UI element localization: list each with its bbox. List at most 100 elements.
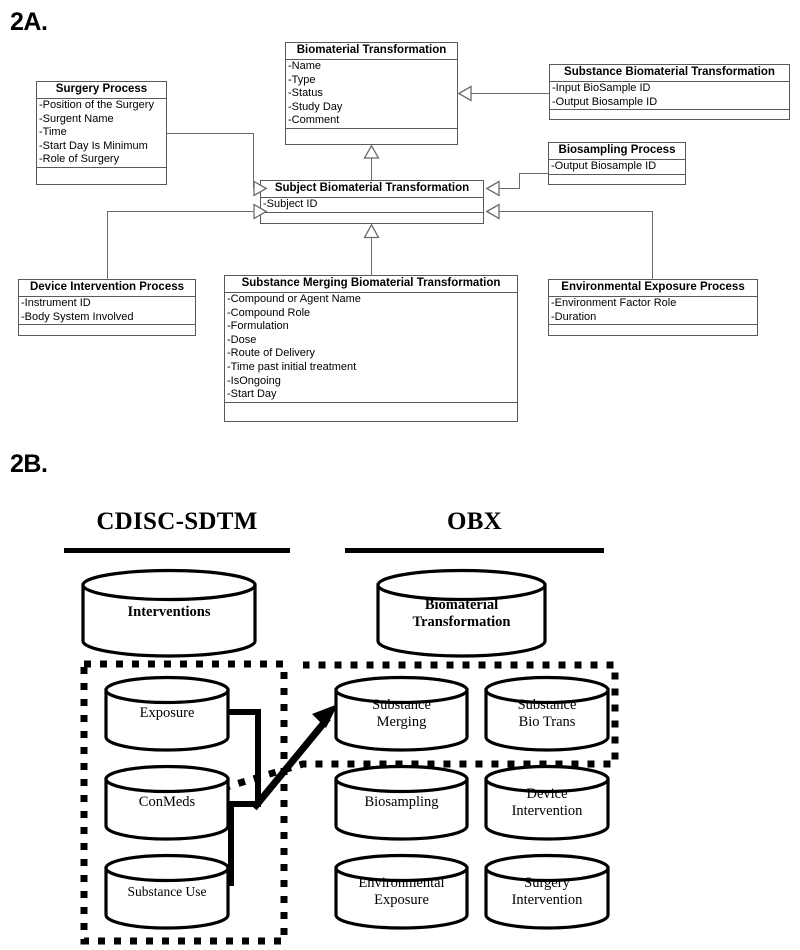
connector-device-to-subject-v — [107, 211, 108, 280]
uml-class-title: Device Intervention Process — [19, 280, 195, 297]
cylinder-surgery-intervention[interactable]: Surgery Intervention — [483, 853, 611, 931]
connector-substance-merging-to-subject — [371, 238, 372, 276]
uml-class-title: Biosampling Process — [549, 143, 685, 160]
generalization-arrowhead-icon — [485, 203, 500, 220]
group-outline-obx-substance — [221, 661, 619, 790]
panel-b-label: 2B. — [10, 450, 48, 478]
uml-operations-compartment — [286, 129, 457, 140]
uml-attribute-list: Name Type Status Study Day Comment — [286, 60, 457, 129]
uml-operations-compartment — [549, 325, 757, 336]
uml-attribute-list: Input BioSample ID Output Biosample ID — [550, 82, 789, 111]
mapping-arrow-to-substance-merging — [251, 704, 338, 811]
connector-biosampling-to-subject-h2 — [499, 188, 520, 189]
mapping-bus-vertical — [255, 709, 261, 807]
uml-attribute: Output Biosample ID — [549, 160, 685, 174]
uml-class-title: Substance Merging Biomaterial Transforma… — [225, 276, 517, 293]
uml-operations-compartment — [225, 403, 517, 414]
cylinder-device-intervention[interactable]: Device Intervention — [483, 764, 611, 842]
uml-class-substance-merging-biomaterial-transformation[interactable]: Substance Merging Biomaterial Transforma… — [224, 275, 518, 422]
cylinder-biomaterial-transformation[interactable]: Biomaterial Transformation — [375, 568, 548, 658]
cylinder-conmeds[interactable]: ConMeds — [103, 764, 231, 842]
generalization-arrowhead-icon — [457, 85, 472, 102]
uml-attribute: Route of Delivery — [225, 347, 517, 361]
cylinder-biosampling[interactable]: Biosampling — [333, 764, 470, 842]
uml-attribute: Comment — [286, 114, 457, 128]
uml-attribute: Environment Factor Role — [549, 297, 757, 311]
uml-class-environmental-exposure-process[interactable]: Environmental Exposure Process Environme… — [548, 279, 758, 336]
uml-attribute: Study Day — [286, 101, 457, 115]
connector-substance-biomaterial-to-biomaterial — [470, 93, 549, 94]
uml-attribute: Role of Surgery — [37, 153, 166, 167]
uml-attribute: Name — [286, 60, 457, 74]
uml-attribute: Duration — [549, 311, 757, 325]
mapping-bus-exposure-stub — [228, 709, 261, 715]
connector-subject-to-biomaterial — [371, 157, 372, 180]
uml-attribute: Start Day — [225, 388, 517, 402]
cylinder-exposure[interactable]: Exposure — [103, 675, 231, 753]
uml-class-biomaterial-transformation[interactable]: Biomaterial Transformation Name Type Sta… — [285, 42, 458, 145]
cylinder-interventions[interactable]: Interventions — [80, 568, 258, 658]
uml-attribute: Output Biosample ID — [550, 96, 789, 110]
uml-attribute-list: Environment Factor Role Duration — [549, 297, 757, 326]
column-rule-obx — [345, 548, 604, 553]
uml-attribute: Subject ID — [261, 198, 483, 212]
connector-device-to-subject-h — [107, 211, 253, 212]
connector-environmental-to-subject-v — [652, 211, 653, 280]
uml-class-title: Biomaterial Transformation — [286, 43, 457, 60]
mapping-bus-conmeds-stub — [228, 801, 261, 807]
connector-surgery-to-subject-v — [253, 133, 254, 188]
panel-a-label: 2A. — [10, 8, 48, 36]
generalization-arrowhead-icon — [253, 180, 268, 197]
cylinder-substance-merging[interactable]: Substance Merging — [333, 675, 470, 753]
generalization-arrowhead-icon — [485, 180, 500, 197]
uml-attribute: Compound or Agent Name — [225, 293, 517, 307]
uml-class-subject-biomaterial-transformation[interactable]: Subject Biomaterial Transformation Subje… — [260, 180, 484, 224]
uml-operations-compartment — [19, 325, 195, 336]
uml-attribute-list: Position of the Surgery Surgent Name Tim… — [37, 99, 166, 168]
uml-class-title: Subject Biomaterial Transformation — [261, 181, 483, 198]
uml-attribute: Status — [286, 87, 457, 101]
column-header-cdisc-sdtm: CDISC-SDTM — [96, 508, 258, 535]
generalization-arrowhead-icon — [363, 144, 380, 159]
column-header-obx: OBX — [446, 508, 503, 535]
connector-environmental-to-subject-h — [499, 211, 653, 212]
uml-attribute: Input BioSample ID — [550, 82, 789, 96]
mapping-bus-substanceuse-vertical — [228, 801, 234, 886]
cylinder-substance-use[interactable]: Substance Use — [103, 853, 231, 931]
uml-class-title: Environmental Exposure Process — [549, 280, 757, 297]
uml-class-title: Surgery Process — [37, 82, 166, 99]
uml-attribute: Time — [37, 126, 166, 140]
uml-attribute: Instrument ID — [19, 297, 195, 311]
uml-class-surgery-process[interactable]: Surgery Process Position of the Surgery … — [36, 81, 167, 185]
uml-attribute-list: Output Biosample ID — [549, 160, 685, 175]
uml-operations-compartment — [37, 168, 166, 179]
cylinder-substance-bio-trans[interactable]: Substance Bio Trans — [483, 675, 611, 753]
uml-operations-compartment — [549, 175, 685, 186]
uml-attribute: Time past initial treatment — [225, 361, 517, 375]
group-outline-sdtm-intervention — [80, 660, 288, 945]
generalization-arrowhead-icon — [253, 203, 268, 220]
uml-attribute-list: Compound or Agent Name Compound Role For… — [225, 293, 517, 403]
uml-class-substance-biomaterial-transformation[interactable]: Substance Biomaterial Transformation Inp… — [549, 64, 790, 120]
uml-class-title: Substance Biomaterial Transformation — [550, 65, 789, 82]
uml-attribute: Formulation — [225, 320, 517, 334]
cylinder-environmental-exposure[interactable]: Environmental Exposure — [333, 853, 470, 931]
uml-class-device-intervention-process[interactable]: Device Intervention Process Instrument I… — [18, 279, 196, 336]
uml-attribute-list: Subject ID — [261, 198, 483, 213]
uml-attribute-list: Instrument ID Body System Involved — [19, 297, 195, 326]
uml-attribute: Dose — [225, 334, 517, 348]
column-rule-cdisc-sdtm — [64, 548, 290, 553]
connector-surgery-to-subject-h — [167, 133, 253, 134]
connector-biosampling-to-subject-v — [519, 173, 520, 189]
uml-attribute: Start Day Is Minimum — [37, 140, 166, 154]
uml-attribute: Compound Role — [225, 307, 517, 321]
uml-attribute: Surgent Name — [37, 113, 166, 127]
generalization-arrowhead-icon — [363, 223, 380, 239]
uml-operations-compartment — [261, 213, 483, 224]
uml-operations-compartment — [550, 110, 789, 121]
uml-class-biosampling-process[interactable]: Biosampling Process Output Biosample ID — [548, 142, 686, 185]
uml-attribute: Type — [286, 74, 457, 88]
connector-biosampling-to-subject-h1 — [519, 173, 548, 174]
uml-attribute: IsOngoing — [225, 375, 517, 389]
uml-attribute: Position of the Surgery — [37, 99, 166, 113]
